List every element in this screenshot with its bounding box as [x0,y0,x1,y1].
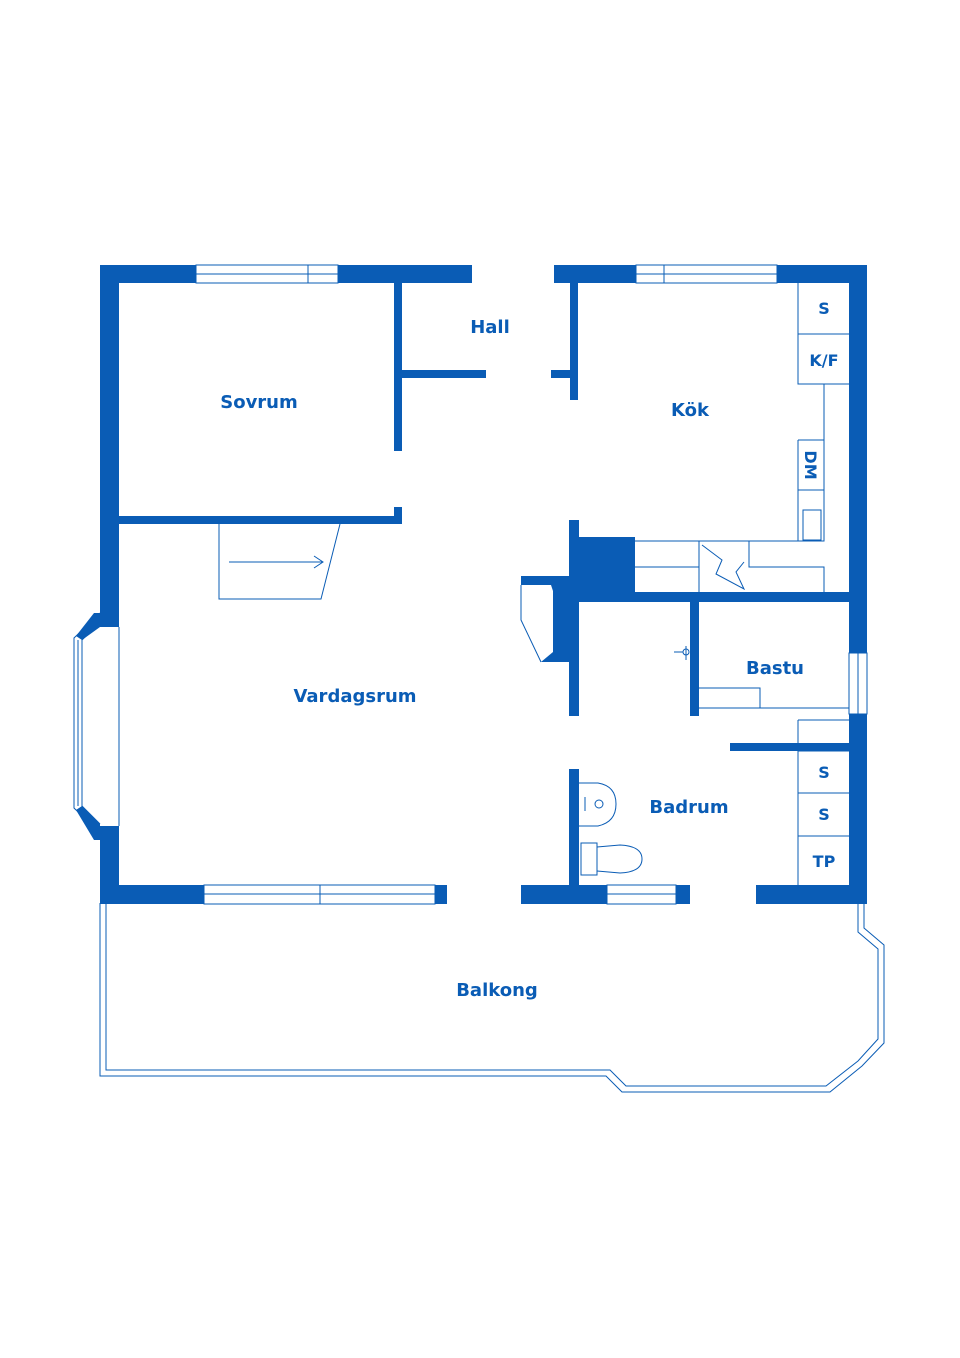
fixture-label-s-bath-1: S [818,763,830,782]
fixture-label-dm: DM [801,450,820,479]
fixture-label-tp: TP [813,852,836,871]
outer-walls [100,265,867,904]
interior-walls [119,283,867,885]
room-label-kok: Kök [671,400,710,421]
room-label-hall: Hall [470,317,510,338]
details [218,283,849,885]
room-label-sovrum: Sovrum [220,392,298,413]
windows [73,264,868,905]
room-labels: Sovrum Hall Kök Vardagsrum Bastu Badrum … [220,317,804,1001]
room-label-balkong: Balkong [456,980,538,1001]
room-label-badrum: Badrum [649,797,728,818]
fixture-label-kf: K/F [809,351,838,370]
room-label-bastu: Bastu [746,658,804,679]
fixture-label-s-kitchen: S [818,299,830,318]
room-label-vardagsrum: Vardagsrum [293,686,416,707]
balcony-outline [99,903,885,1093]
fixture-label-s-bath-2: S [818,805,830,824]
fixture-labels: S K/F DM S S TP [801,299,839,871]
